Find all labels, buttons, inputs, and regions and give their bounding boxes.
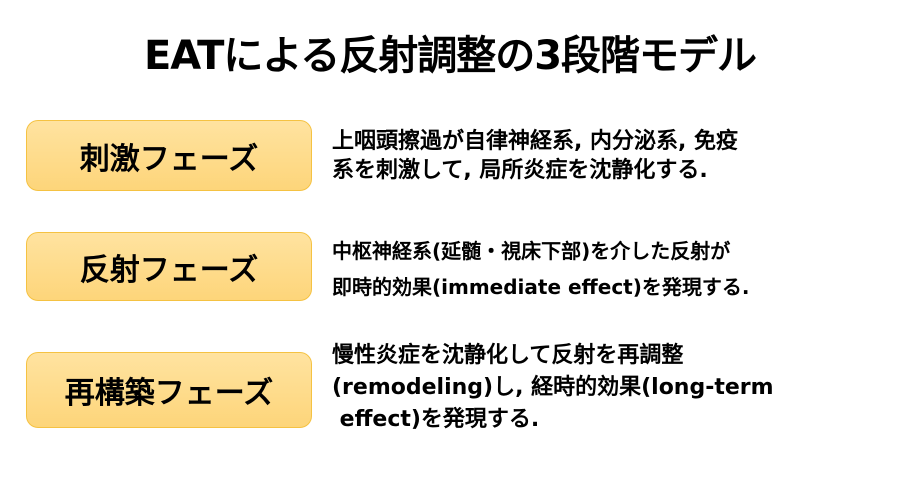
- phase-description-stimulus: 上咽頭擦過が自律神経系, 内分泌系, 免疫 系を刺激して, 局所炎症を沈静化する…: [332, 127, 738, 185]
- phase-box-stimulus: 刺激フェーズ: [26, 120, 312, 191]
- page-title: EATによる反射調整の3段階モデル: [143, 33, 757, 79]
- description-line: effect)を発現する.: [332, 407, 540, 432]
- description-line: 即時的効果(immediate effect)を発現する.: [332, 275, 750, 299]
- description-line: 慢性炎症を沈静化して反射を再調整: [332, 343, 684, 368]
- phase-box-remodeling: 再構築フェーズ: [26, 352, 312, 428]
- phase-label: 反射フェーズ: [79, 252, 259, 288]
- phase-label: 再構築フェーズ: [64, 376, 274, 411]
- phase-description-remodeling: 慢性炎症を沈静化して反射を再調整 (remodeling)し, 経時的効果(lo…: [332, 340, 774, 436]
- description-line: (remodeling)し, 経時的効果(long-term: [332, 375, 774, 400]
- phase-label: 刺激フェーズ: [79, 141, 259, 177]
- description-line: 系を刺激して, 局所炎症を沈静化する.: [332, 158, 708, 183]
- phase-description-reflex: 中枢神経系(延髄・視床下部)を介した反射が 即時的効果(immediate ef…: [332, 233, 749, 305]
- phase-box-reflex: 反射フェーズ: [26, 232, 312, 301]
- description-line: 上咽頭擦過が自律神経系, 内分泌系, 免疫: [332, 129, 739, 154]
- description-line: 中枢神経系(延髄・視床下部)を介した反射が: [332, 239, 731, 263]
